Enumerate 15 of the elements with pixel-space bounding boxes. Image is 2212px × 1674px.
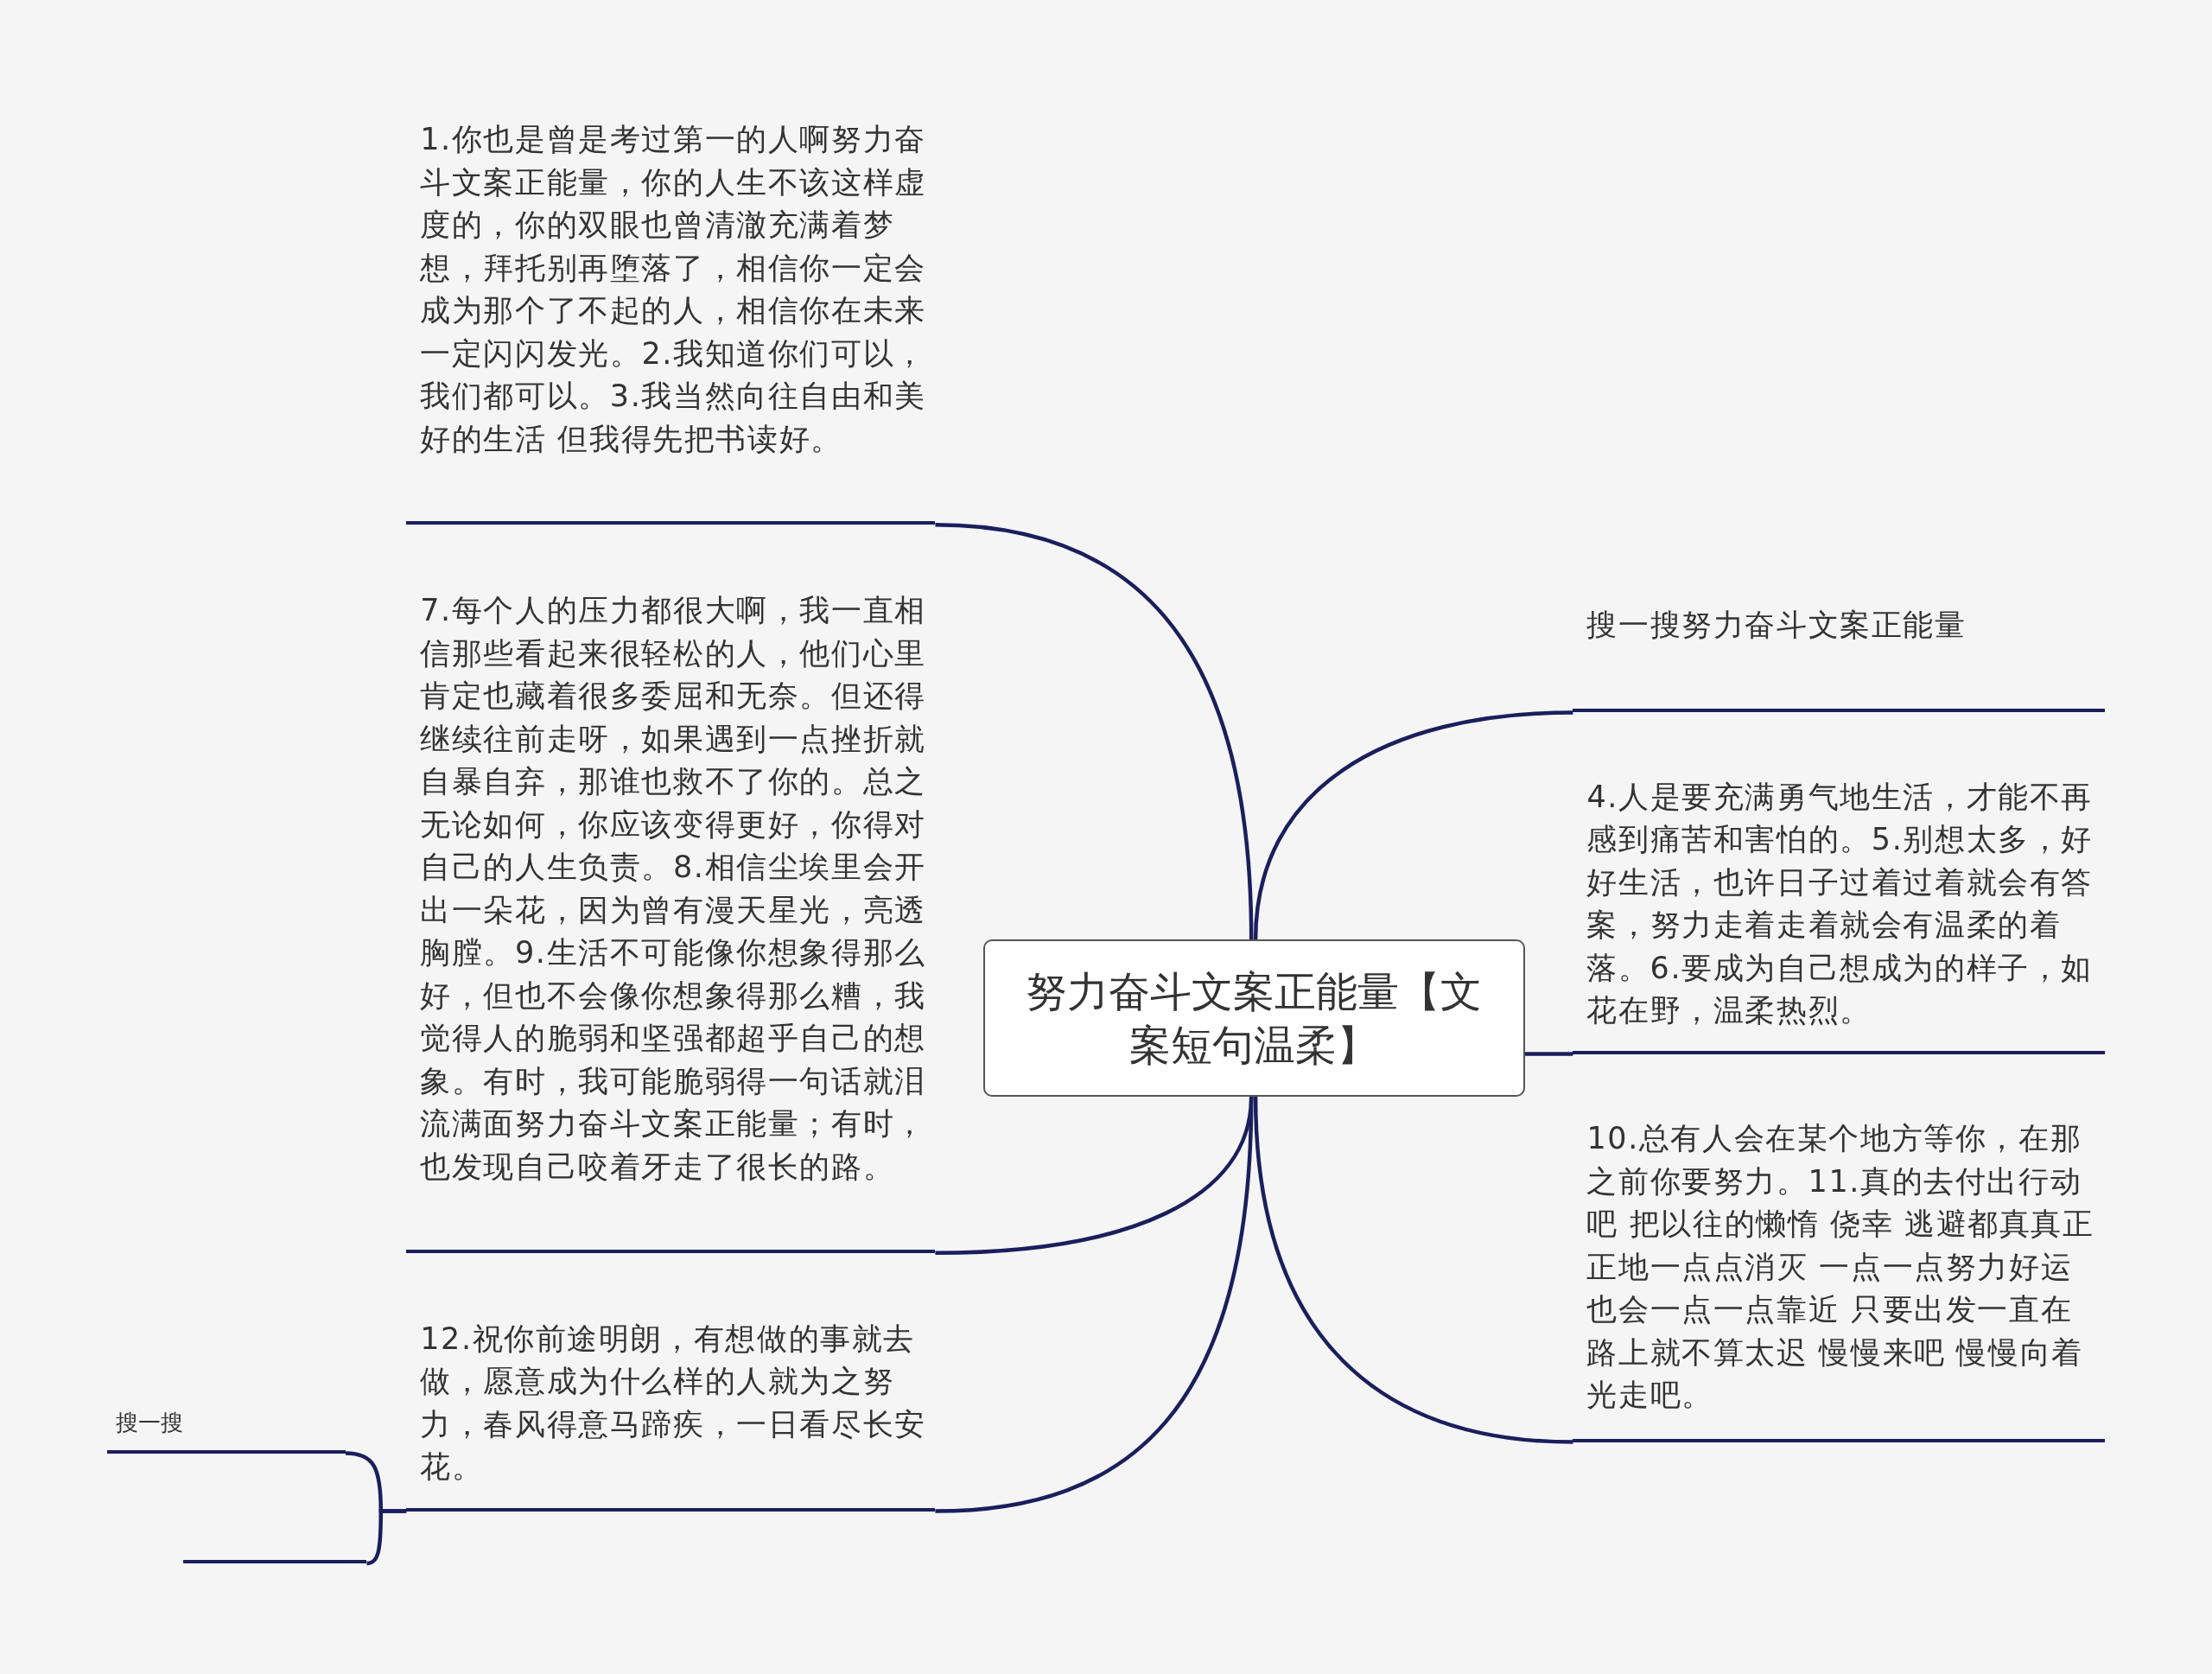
topic-text: 4.人是要充满勇气地生活，才能不再感到痛苦和害怕的。5.别想太多，好好生活，也许日子过着过着就会有答案，努力走着走着就会有温柔的着落。6.要成为自己想成为的样子，如花在野，温柔热烈。: [1586, 778, 2094, 1030]
topic-text: 12.祝你前途明朗，有想做的事就去做，愿意成为什么样的人就为之努力，春风得意马蹄疾，一日看尽长安花。: [420, 1320, 927, 1486]
connector-line: [935, 1096, 1254, 1513]
central-topic-box: [982, 939, 1525, 1097]
connector-line: [366, 1509, 407, 1566]
connector-line: [935, 523, 1254, 940]
topic-text: 搜一搜努力奋斗文案正能量: [1586, 606, 1967, 644]
topic-text: 1.你也是曾是考过第一的人啊努力奋斗文案正能量，你的人生不该这样虚度的，你的双眼也曾清澈充满着梦想，拜托别再堕落了，相信你一定会成为那个了不起的人，相信你在未来一定闪闪发光。2.我知道你们可以，我们都可以。3.我当然向往自由和美好的生活 但我得先把书读好。: [420, 121, 927, 458]
central-topic-text: 努力奋斗文案正能量【文案短句温柔】: [1025, 965, 1484, 1071]
connector-line: [1253, 1096, 1573, 1444]
topic-text: 10.总有人会在某个地方等你，在那之前你要努力。11.真的去付出行动吧 把以往的懒惰 侥幸 逃避都真真正正地一点点消灭 一点一点努力好运也会一点一点靠近 只要出发一直在路上就不算太迟 慢慢来吧 慢慢向着光走吧。: [1586, 1120, 2095, 1415]
topic-text: 搜一搜: [116, 1409, 185, 1438]
connector-line: [1524, 1052, 1573, 1056]
topic-text: 7.每个人的压力都很大啊，我一直相信那些看起来很轻松的人，他们心里肯定也藏着很多委屈和无奈。但还得继续往前走呀，如果遇到一点挫折就自暴自弃，那谁也救不了你的。总之无论如何，你应该变得更好，你得对自己的人生负责。8.相信尘埃里会开出一朵花，因为曾有漫天星光，亮透胸膛。9.生活不可能像你想象得那么好，但也不会像你想象得那么糟，我觉得人的脆弱和坚强都超乎自己的想象。有时，我可能脆弱得一句话就泪流满面努力奋斗文案正能量；有时，也发现自己咬着牙走了很长的路。: [420, 592, 927, 1186]
connector-line: [1253, 710, 1573, 940]
